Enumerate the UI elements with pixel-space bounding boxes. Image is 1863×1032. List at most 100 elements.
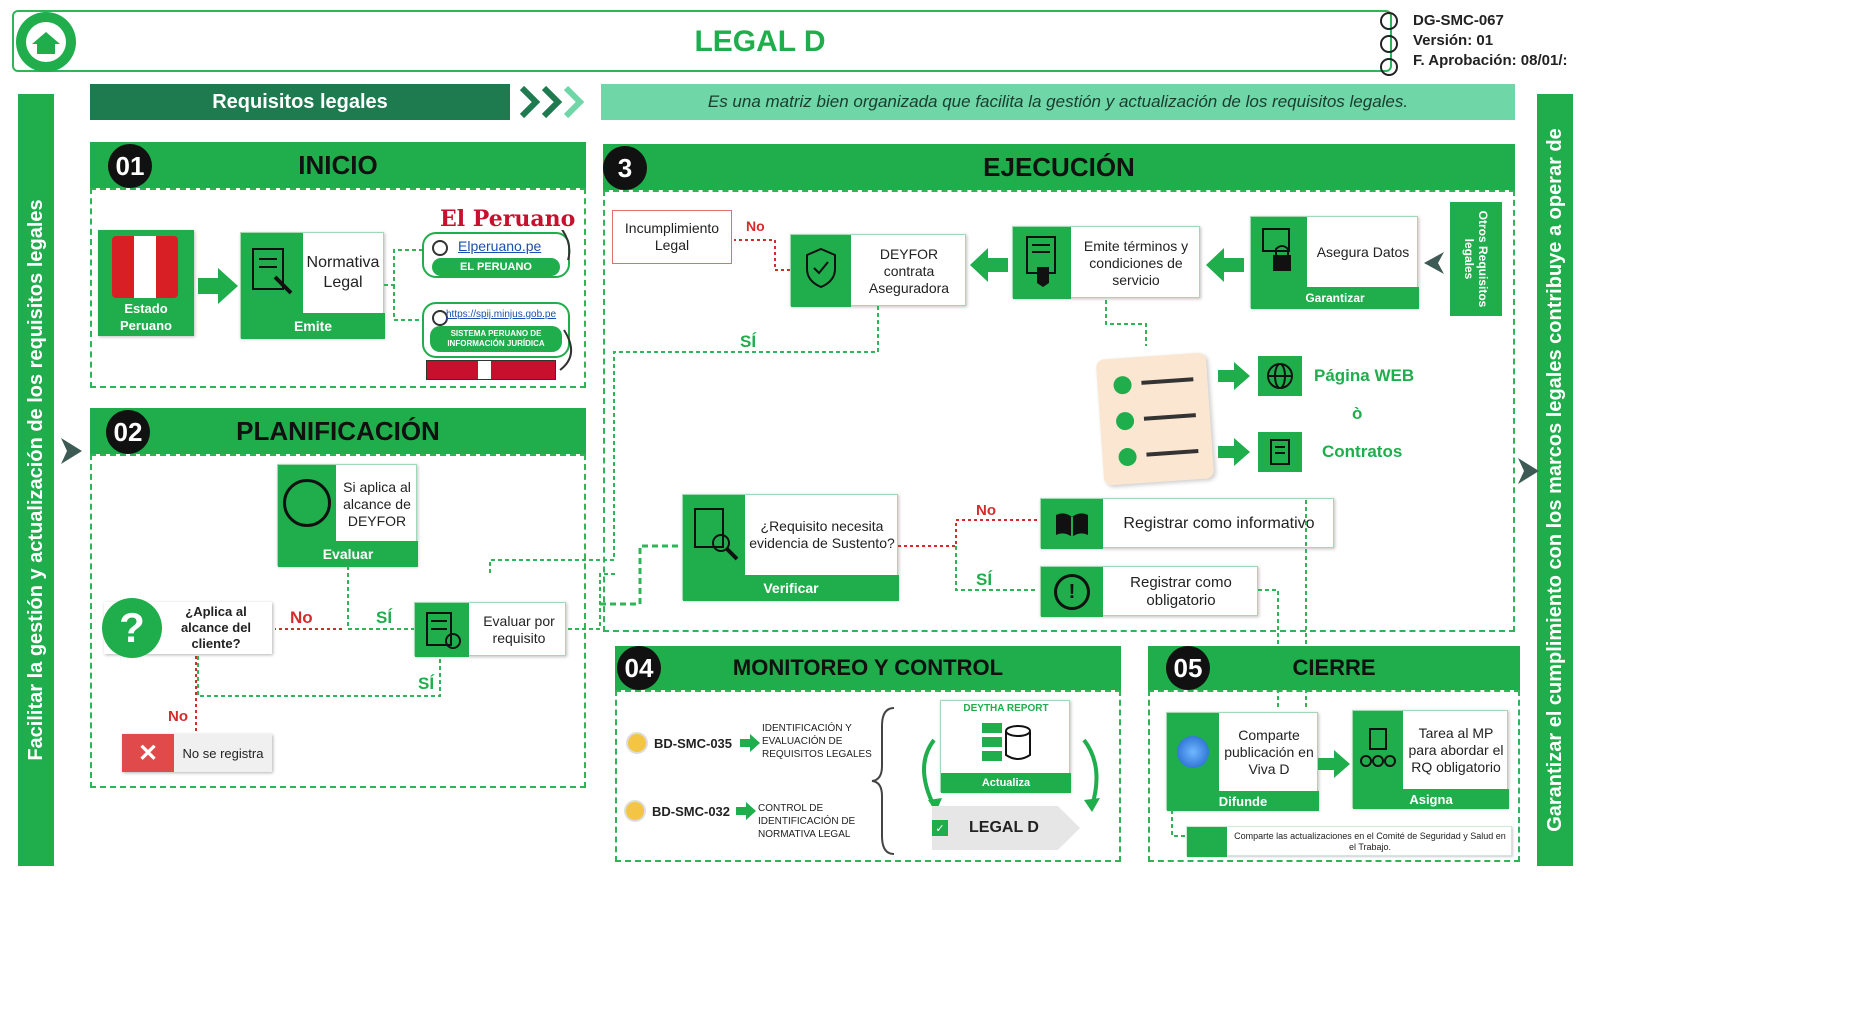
section-monitoreo [615,690,1121,862]
contract-icon [1013,227,1071,299]
database-icon [626,732,648,754]
evaluar-label: Evaluar [278,541,418,567]
right-side-text: Garantizar el cumplimiento con los marco… [1543,128,1566,832]
peruano-link-box[interactable]: Elperuano.pe EL PERUANO [422,232,570,278]
informativo-card: Registrar como informativo [1040,498,1334,549]
estado-peruano-card: Estado Peruano [98,230,194,336]
search-doc-icon [1380,12,1398,30]
garantizar-label: Garantizar [1251,287,1419,309]
peruano-link[interactable]: Elperuano.pe [458,238,542,254]
law-document-icon [241,233,303,313]
right-side-bar [1537,94,1573,866]
spij-link-box[interactable]: https://spij.minjus.gob.pe SISTEMA PERUA… [422,302,570,358]
otros-requisitos-label: Otros Requisitos legales [1462,210,1490,308]
flow-arrow-left-icon [970,248,1008,282]
section-inicio [90,188,586,388]
section-header-cierre: CIERRE [1148,646,1520,690]
search-icon [432,310,448,326]
informativo-label: Registrar como informativo [1123,515,1315,532]
flow-arrow-icon [1318,750,1350,778]
server-database-icon [941,717,1071,767]
incumplimiento-card: Incumplimiento Legal [612,210,732,264]
section-title: INICIO [298,149,378,180]
left-arrow-icon [61,438,82,464]
si-label: SÍ [418,674,435,693]
peruano-button[interactable]: EL PERUANO [432,258,560,276]
left-side-bar [18,94,54,866]
code-label: BD-SMC-032 [652,804,731,819]
si-label: SÍ [976,570,993,589]
check-icon: ✓ [932,820,948,836]
lock-data-icon [1251,217,1307,287]
evaluar-requisito-label: Evaluar por requisito [483,613,555,646]
no-label: No [168,708,188,725]
flow-arrow-icon [736,802,756,820]
step-number: 05 [1166,646,1210,690]
section-title: PLANIFICACIÓN [236,415,440,446]
aplica-card: Si aplica al alcance de DEYFOR Evaluar [277,464,418,567]
page-title: LEGAL D [694,25,826,58]
team-tasks-icon [1353,711,1403,789]
obligatorio-card: ! Registrar como obligatorio [1040,566,1258,617]
doc-version: Versión: 01 [1413,32,1494,49]
section-title: CIERRE [1292,655,1376,680]
search-icon [432,240,448,256]
committee-icon [1187,827,1227,857]
peruano-logo: El Peruano [440,206,576,232]
exclamation-icon: ! [1041,567,1103,617]
inicio-connectors [384,230,572,371]
code-label: BD-SMC-035 [654,736,733,751]
normativa-label: Normativa Legal [306,254,380,291]
section-cierre [1148,690,1520,862]
legal-d-label: LEGAL D [969,819,1039,836]
actualiza-label: Actualiza [941,773,1071,793]
deyfor-label: DEYFOR contrata Aseguradora [868,245,950,296]
estado-label: Estado Peruano [119,301,172,333]
no-registra-card: ✕ No se registra [122,734,272,772]
comite-label: Comparte las actualizaciones en el Comit… [1234,831,1506,852]
desc-label: IDENTIFICACIÓN Y EVALUACIÓN DE REQUISITO… [762,723,872,760]
spij-link[interactable]: https://spij.minjus.gob.pe [446,309,557,320]
flow-arrow-icon [1218,362,1250,390]
si-label: SÍ [740,332,757,351]
brace-icon [871,707,895,855]
evaluar-requisito-card: Evaluar por requisito [414,602,566,657]
banner-description: Es una matriz bien organizada que facili… [601,84,1515,120]
close-icon: ✕ [122,734,174,772]
requisito-label: ¿Requisito necesita evidencia de Sustent… [749,518,895,551]
search-doc-icon [1380,35,1398,53]
asigna-label: Asigna [1353,789,1509,809]
report-card: DEYTHA REPORT Actualiza [940,700,1071,793]
section-title: MONITOREO Y CONTROL [732,655,1004,680]
tarea-label: Tarea al MP para abordar el RQ obligator… [1408,724,1504,775]
ejecucion-connectors [489,239,1307,710]
section-ejecucion [603,190,1515,632]
no-registra-label: No se registra [182,745,264,761]
checklist-icon [415,603,469,657]
right-arrow-icon [1518,458,1539,484]
report-title: DEYTHA REPORT [963,703,1049,714]
search-doc-icon [1380,58,1398,76]
company-logo-icon [278,465,336,541]
no-label: No [746,218,765,234]
comite-card: Comparte las actualizaciones en el Comit… [1186,826,1512,857]
pagina-web-label: Página WEB [1314,366,1415,385]
doc-code: DG-SMC-067 [1413,12,1504,29]
open-book-icon [1041,499,1103,549]
cierre-connectors [1171,810,1186,837]
section-header-inicio: INICIO [90,142,586,188]
chevron-left-icon [1424,252,1444,274]
spij-banner-image [426,360,556,380]
emite-label: Emite [241,313,385,339]
otros-requisitos-card: Otros Requisitos legales [1450,202,1502,316]
doc-icons [1380,12,1398,76]
contratos-label: Contratos [1322,442,1403,461]
no-label: No [976,502,996,519]
section-header-planificacion: PLANIFICACIÓN [90,408,586,454]
contract-doc-icon [1258,432,1302,472]
spij-button[interactable]: SISTEMA PERUANO DE INFORMACIÓN JURÍDICA [430,326,562,352]
asegura-label: Asegura Datos [1316,243,1410,260]
difunde-label: Difunde [1167,791,1319,811]
emite-terminos-card: Emite términos y condiciones de servicio [1012,226,1200,299]
emite-terminos-label: Emite términos y condiciones de servicio [1083,237,1189,288]
